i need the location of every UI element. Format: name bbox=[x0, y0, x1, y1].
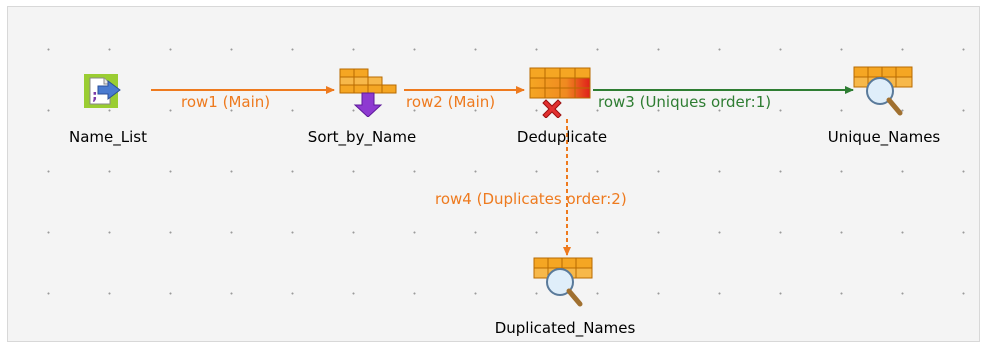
unique-row-icon bbox=[529, 67, 591, 118]
connection-lines bbox=[151, 86, 854, 256]
log-row-icon bbox=[533, 257, 593, 307]
node-deduplicate-label: Deduplicate bbox=[516, 128, 608, 146]
link-row3-label[interactable]: row3 (Uniques order:1) bbox=[598, 93, 772, 111]
link-row1-label[interactable]: row1 (Main) bbox=[181, 93, 271, 111]
job-design-canvas[interactable]: row1 (Main) row2 (Main) row3 (Uniques or… bbox=[7, 6, 980, 342]
sort-row-icon bbox=[339, 68, 397, 117]
node-sort-by-name-label: Sort_by_Name bbox=[307, 128, 417, 146]
node-unique-names-label: Unique_Names bbox=[827, 128, 941, 146]
link-row4-label[interactable]: row4 (Duplicates order:2) bbox=[435, 190, 627, 208]
node-duplicated-names-label: Duplicated_Names bbox=[494, 319, 636, 337]
link-row2-label[interactable]: row2 (Main) bbox=[406, 93, 496, 111]
svg-text:;: ; bbox=[92, 88, 98, 104]
log-row-icon bbox=[853, 66, 913, 116]
file-input-icon: ; bbox=[84, 74, 121, 108]
node-name-list-label: Name_List bbox=[69, 128, 147, 146]
